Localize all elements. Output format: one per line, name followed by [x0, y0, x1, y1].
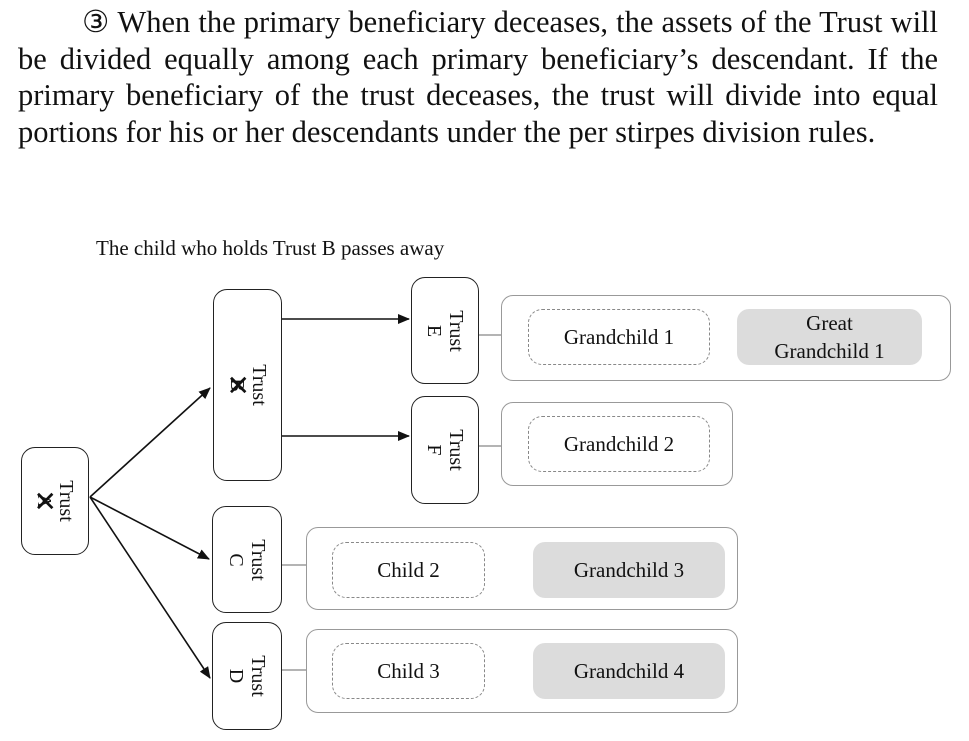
trust-e-box: Trust E	[411, 277, 479, 384]
child-3-node: Child 3	[332, 643, 485, 699]
trust-f-letter: F	[423, 444, 445, 456]
trust-e-letter: E	[423, 324, 445, 337]
trust-c-word: Trust	[247, 538, 269, 581]
trust-d-box: Trust D	[212, 622, 282, 730]
trust-f-box: Trust F	[411, 396, 479, 504]
diagram-caption: The child who holds Trust B passes away	[96, 236, 445, 260]
trust-c-letter: C	[225, 552, 247, 567]
trust-d-letter: D	[225, 668, 247, 684]
item-marker: ③	[82, 5, 110, 39]
trust-d-word: Trust	[247, 655, 269, 697]
cross-mark-icon: ✕	[220, 373, 254, 397]
grandchild-2-node: Grandchild 2	[528, 416, 710, 472]
grandchild-4-node: Grandchild 4	[533, 643, 725, 699]
trust-a-box: Trust A✕	[21, 447, 89, 555]
trust-b-box: Trust B✕	[213, 289, 282, 481]
paragraph-text: When the primary beneficiary deceases, t…	[18, 5, 938, 149]
trust-e-word: Trust	[445, 309, 467, 352]
arrow-a-to-d	[89, 496, 211, 679]
grandchild-3-node: Grandchild 3	[533, 542, 725, 598]
arrow-a-to-b	[89, 387, 211, 498]
trust-c-box: Trust C	[212, 506, 282, 613]
arrow-a-to-c	[89, 496, 210, 560]
explanation-paragraph: ③ When the primary beneficiary deceases,…	[18, 4, 938, 150]
great-grandchild-1-line1: Great	[806, 311, 853, 335]
trust-f-word: Trust	[445, 429, 467, 471]
great-grandchild-1-line2: Grandchild 1	[774, 339, 885, 363]
child-2-node: Child 2	[332, 542, 485, 598]
cross-mark-icon: ✕	[28, 489, 61, 513]
great-grandchild-1-node: Great Grandchild 1	[737, 309, 922, 365]
grandchild-1-node: Grandchild 1	[528, 309, 710, 365]
